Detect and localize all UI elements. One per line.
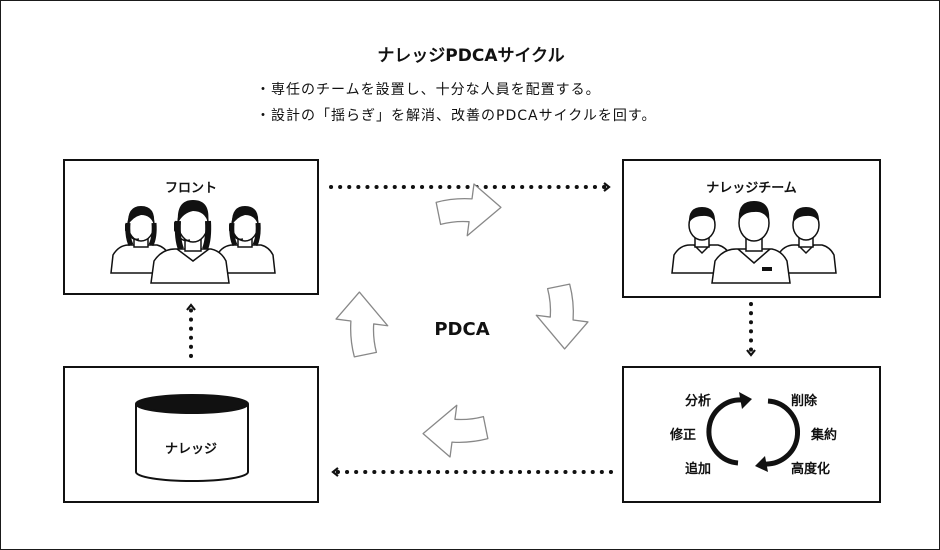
knowledge-label: ナレッジ [164, 442, 217, 457]
process-step-label: 高度化 [791, 462, 831, 477]
bullet-item: ・設計の「揺らぎ」を解消、改善のPDCAサイクルを回す。 [256, 108, 657, 124]
operators-icon [110, 200, 276, 284]
refresh-cycle-icon [706, 392, 800, 472]
front-label: フロント [164, 181, 217, 196]
bullet-item: ・専任のチームを設置し、十分な人員を配置する。 [256, 82, 601, 98]
operator-left-icon [110, 206, 172, 274]
bullet-list: ・専任のチームを設置し、十分な人員を配置する。 ・設計の「揺らぎ」を解消、改善の… [256, 77, 656, 129]
team-members-icon [671, 201, 837, 284]
improvement-process-box: 分析 削除 集約 高度化 追加 修正 [622, 366, 881, 503]
front-box: フロント [63, 159, 319, 295]
member-right-icon [775, 207, 837, 274]
knowledge-box: ナレッジ [63, 366, 319, 503]
knowledge-team-box: ナレッジチーム [622, 159, 881, 298]
operator-center-icon [150, 200, 230, 284]
pdca-cycle-icon [335, 183, 589, 458]
member-center-icon [711, 201, 791, 284]
process-step-label: 修正 [670, 428, 697, 443]
database-icon [135, 394, 249, 482]
knowledge-team-label: ナレッジチーム [706, 181, 797, 196]
pdca-center-label: PDCA [434, 319, 489, 340]
diagram-title: ナレッジPDCAサイクル [377, 46, 565, 66]
process-step-label: 分析 [685, 394, 712, 409]
operator-right-icon [214, 206, 276, 274]
process-step-label: 集約 [811, 428, 838, 443]
process-step-label: 削除 [791, 394, 818, 409]
process-step-label: 追加 [685, 462, 712, 477]
